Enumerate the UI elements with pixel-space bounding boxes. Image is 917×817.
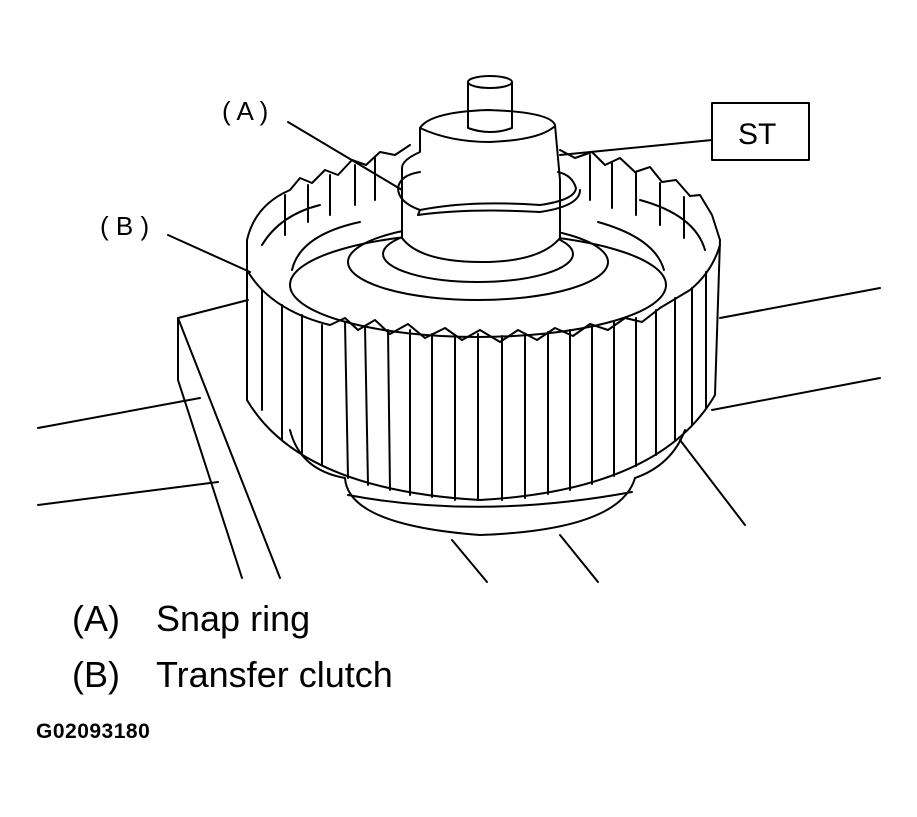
clutch-base <box>290 430 685 535</box>
leader-line-st <box>560 140 712 155</box>
callout-b: ( B ) <box>100 211 149 241</box>
legend-key-b: (B) <box>72 654 120 695</box>
callout-st: ST <box>738 118 776 151</box>
legend: (A) Snap ring (B) Transfer clutch <box>72 598 393 710</box>
legend-label-transfer-clutch: Transfer clutch <box>156 654 393 695</box>
transfer-clutch-illustration: ( A ) ( B ) ST <box>0 0 917 600</box>
callout-a: ( A ) <box>222 96 268 126</box>
clutch-drum <box>247 145 720 500</box>
figure-id: G02093180 <box>36 720 151 743</box>
legend-label-snap-ring: Snap ring <box>156 598 311 639</box>
leader-line-a <box>288 122 402 190</box>
legend-row-a: (A) Snap ring <box>72 598 393 654</box>
special-tool <box>402 76 560 262</box>
legend-key-a: (A) <box>72 598 120 639</box>
legend-row-b: (B) Transfer clutch <box>72 654 393 710</box>
st-label-box <box>712 103 809 160</box>
leader-line-b <box>168 235 250 272</box>
workbench <box>38 288 880 582</box>
